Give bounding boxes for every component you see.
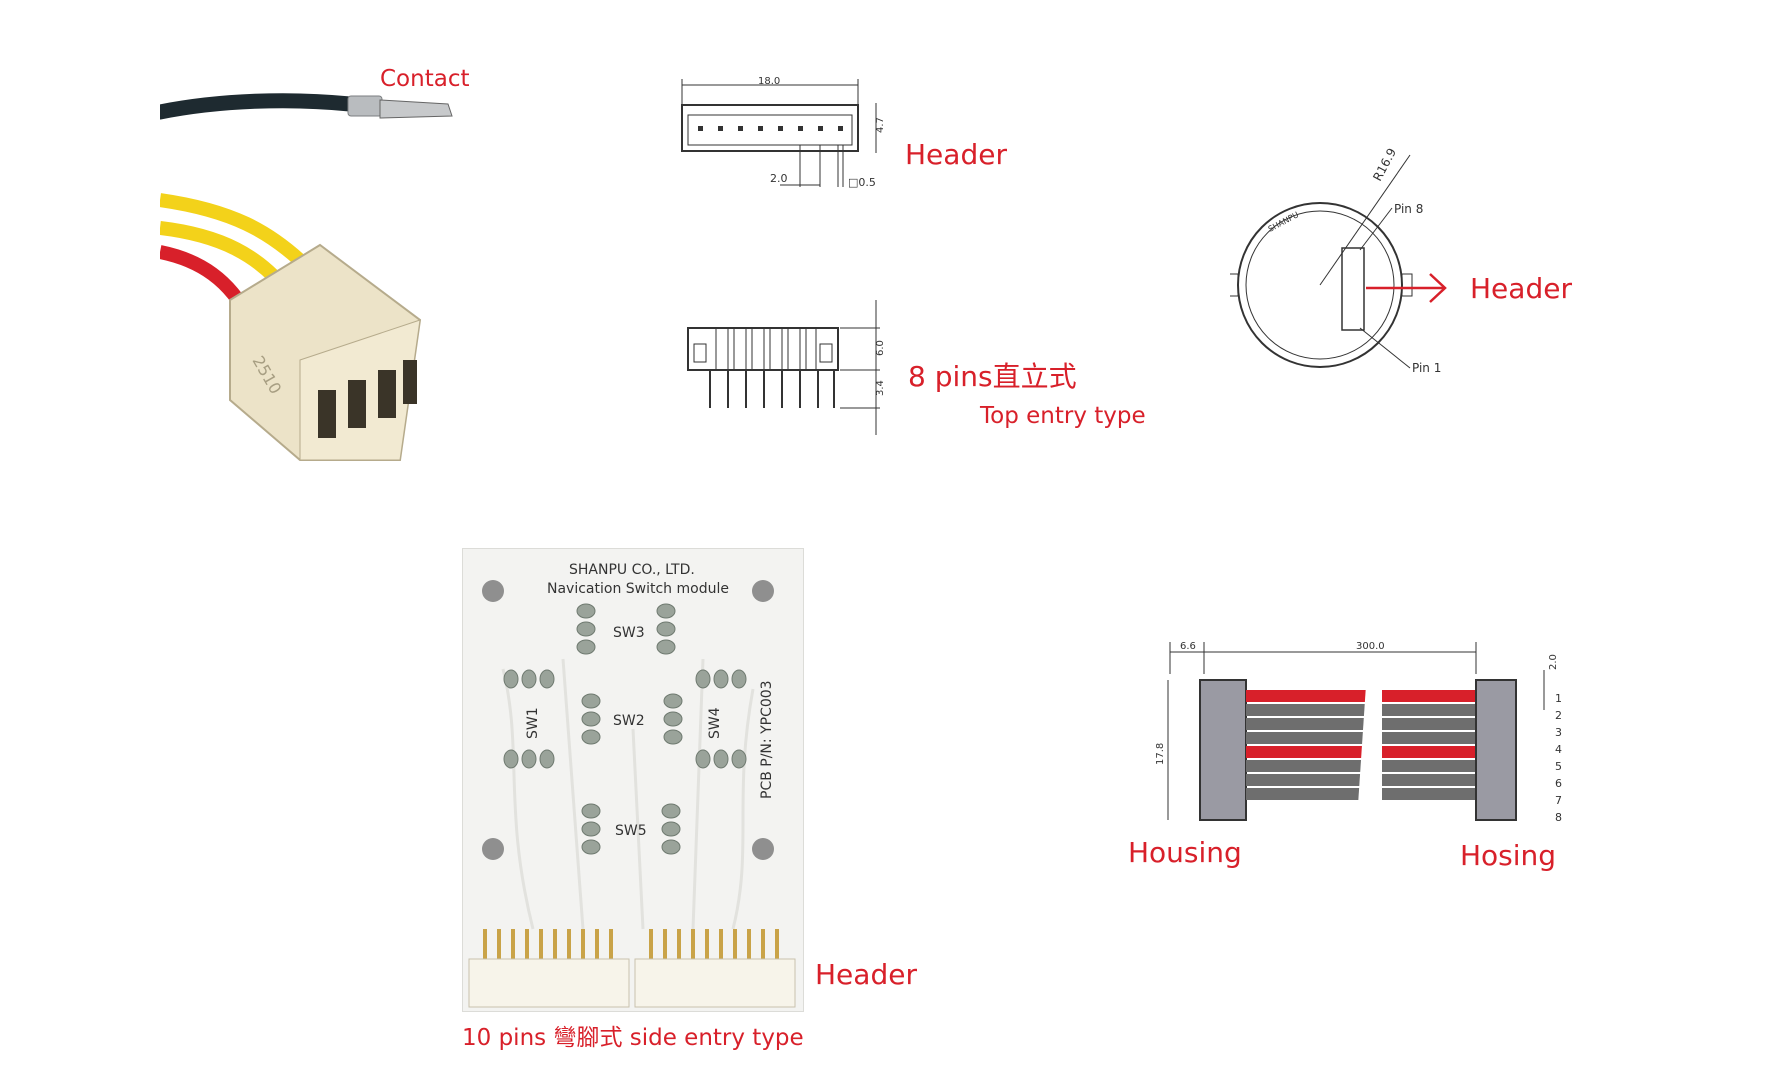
header-round-label: Header [1470,272,1572,305]
contact-crimp [347,95,383,117]
pcb-module: Navication Switch module [547,581,729,597]
ribbon-right [1382,690,1476,800]
mount-hole [752,838,774,860]
pcb-sw5: SW5 [615,823,647,839]
pcb-company: SHANPU CO., LTD. [569,562,695,578]
housing-slot [403,360,417,404]
mount-hole [482,838,504,860]
pcb-sw1: SW1 [525,707,541,739]
yellow-wire-1 [160,193,315,275]
housing-slot [348,380,366,428]
pin-number: 3 [1555,726,1562,739]
pin-number: 5 [1555,760,1562,773]
dim-width: 18.0 [758,76,780,87]
ribbon-left [1246,690,1366,800]
dim-housing: 6.6 [1180,641,1196,652]
mount-hole [482,580,504,602]
housing-slot [378,370,396,418]
dim-pitch: 2.0 [770,172,788,185]
mount-hole [752,580,774,602]
cable-drawing: 6.6 300.0 17.8 2.0 1 2 3 4 5 6 7 8 [1155,641,1562,824]
dim-height: 4.7 [875,117,886,133]
header-pcb-label: Header [815,958,917,991]
pin-number: 6 [1555,777,1562,790]
pin1-label: Pin 1 [1412,361,1441,375]
pcb-sw3: SW3 [613,625,645,641]
pcb-photo: SHANPU CO., LTD. Navication Switch modul… [462,548,804,1012]
pins8-label: 8 pins直立式 [908,360,1077,393]
pin8-label: Pin 8 [1394,202,1423,216]
black-wire [160,93,358,120]
pin-number: 4 [1555,743,1562,756]
inner-ring [1245,210,1395,360]
contact-terminal [379,99,453,119]
connector-photo: 2510 [160,93,453,461]
housing-slot [318,390,336,438]
pcb-part-number: PCB P/N: YPC003 [759,680,775,799]
pcb-header-left [468,958,630,1008]
pin-number: 1 [1555,692,1562,705]
round-module-drawing: R16.9 Pin 8 Pin 1 SHANPU [1230,146,1447,375]
housing-right-label: Hosing [1460,839,1557,872]
top-entry-label: Top entry type [980,403,1146,429]
dim-body: 6.0 [875,340,886,356]
pcb-sw2: SW2 [613,713,645,729]
right-housing [1475,679,1517,821]
header-side-drawing: 6.0 3.4 [687,300,886,435]
dim-pin: □0.5 [848,176,876,189]
pcb-sw4: SW4 [707,707,723,739]
pins10-label: 10 pins 彎腳式 side entry type [462,1025,804,1051]
contact-label: Contact [380,66,470,92]
round-logo: SHANPU [1267,210,1301,234]
header-top-drawing: 18.0 4.7 2.0 □0.5 [681,76,886,189]
dim-length: 300.0 [1356,641,1385,652]
left-housing [1199,679,1247,821]
pcb-header-right [634,958,796,1008]
header-outline [681,104,859,152]
dim-pins: 3.4 [875,380,886,396]
housing-left-label: Housing [1128,836,1242,869]
round-header [1341,247,1365,331]
pin-number: 7 [1555,794,1562,807]
dim-height: 17.8 [1155,743,1166,765]
dim-pitch: 2.0 [1548,654,1559,670]
pin-number: 2 [1555,709,1562,722]
header-top-label: Header [905,138,1007,171]
pin-number: 8 [1555,811,1562,824]
